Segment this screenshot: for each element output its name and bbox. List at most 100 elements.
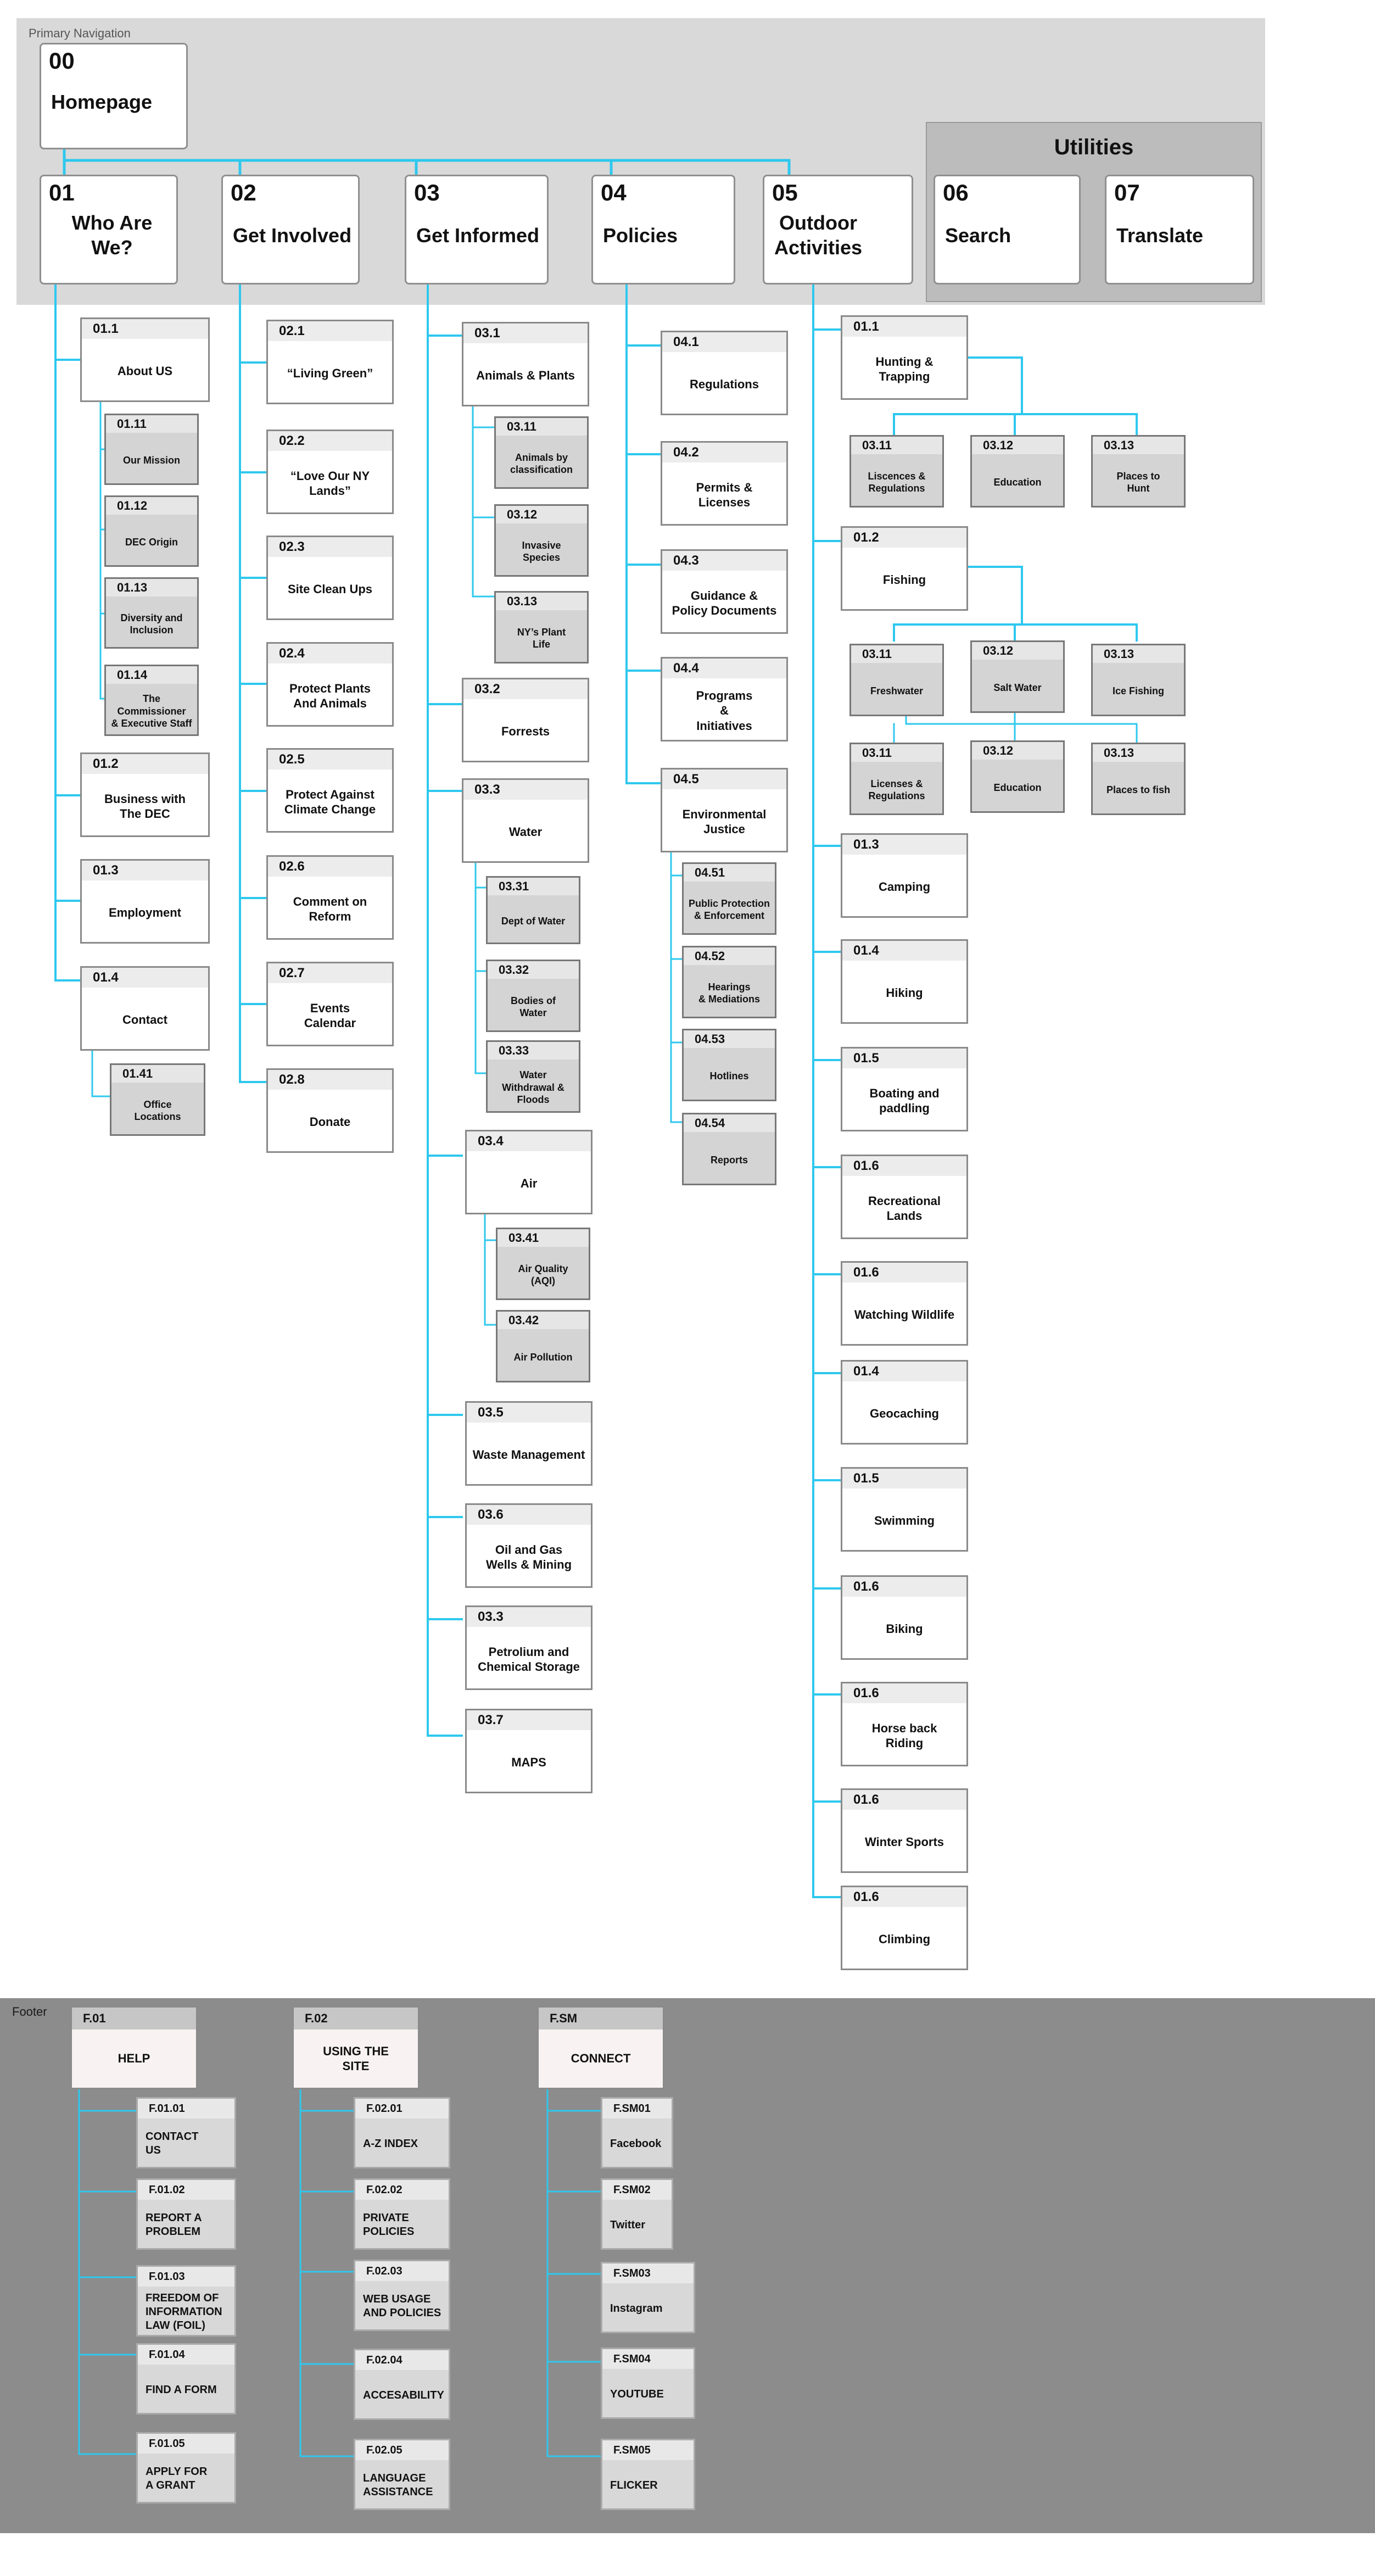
node-label: Instagram <box>610 2302 663 2315</box>
node-label: FLICKER <box>610 2479 658 2491</box>
node-label: USING THE SITE <box>323 2044 389 2073</box>
node-label: ACCESABILITY <box>363 2389 444 2401</box>
node-label: Camping <box>878 880 931 894</box>
node-id: 02 <box>223 176 358 209</box>
node-label: Reports <box>710 1154 748 1166</box>
node-02-2[interactable]: 02.2“Love Our NY Lands” <box>266 430 394 514</box>
node-id: 03.12 <box>972 437 1063 454</box>
node-02-1[interactable]: 02.1“Living Green” <box>266 320 394 404</box>
node-label: Swimming <box>874 1514 935 1528</box>
node-id: 03.11 <box>851 645 942 663</box>
